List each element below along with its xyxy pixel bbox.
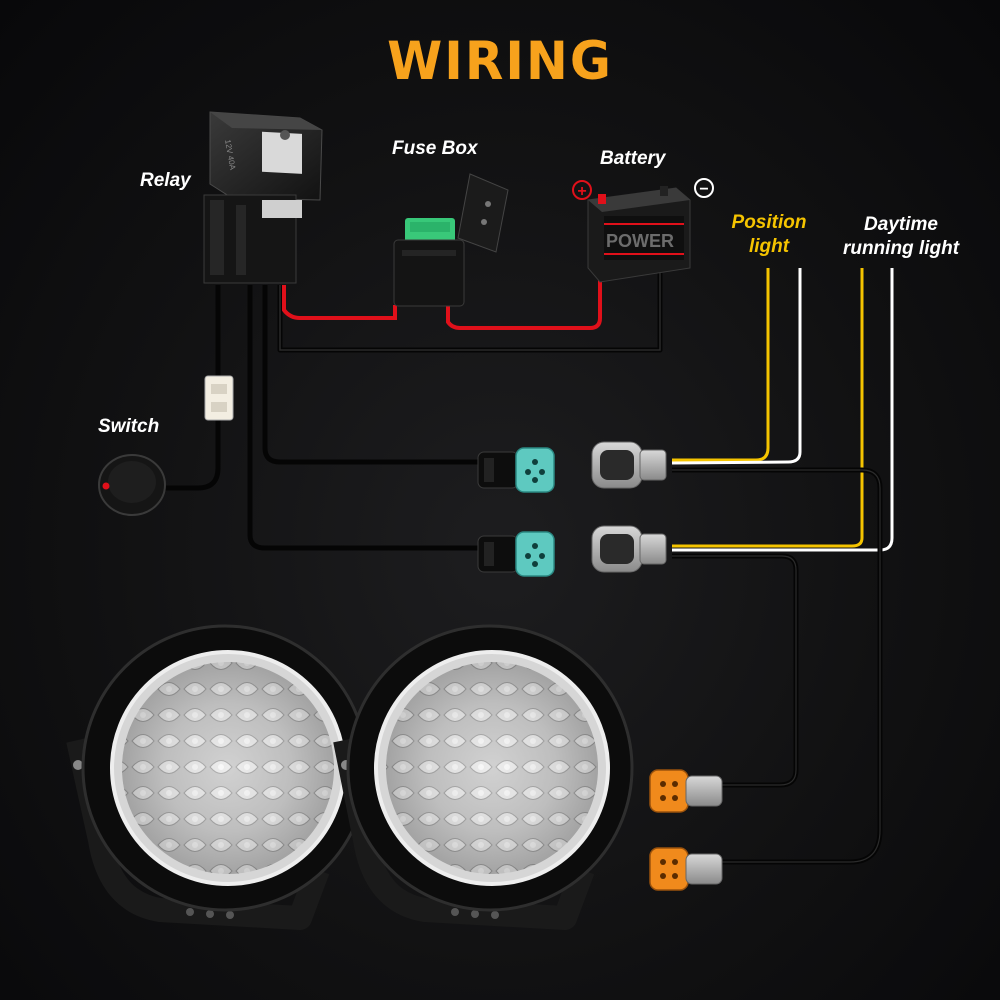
- switch-label: Switch: [98, 416, 160, 437]
- daytime-running-light-label: Daytime running light: [842, 214, 960, 259]
- led-light-icon: [66, 624, 369, 930]
- fuse-box-icon: [393, 173, 509, 307]
- relay-icon: 12V 40A: [203, 111, 323, 284]
- connector-pair-lower: [477, 525, 667, 577]
- led-light-icon: [333, 624, 634, 930]
- position-wire-yellow: [672, 268, 770, 462]
- svg-text:−: −: [699, 181, 708, 198]
- switch-connector-icon: [204, 375, 234, 421]
- switch-wire: [160, 420, 221, 491]
- connector-icon: [591, 525, 667, 573]
- wires: [160, 200, 894, 865]
- page-title: WIRING: [387, 30, 613, 92]
- relay-label: Relay: [140, 170, 191, 191]
- lamp-connector-1: [649, 769, 723, 813]
- switch-icon: [98, 375, 234, 516]
- negative-terminal-icon: [694, 178, 714, 198]
- battery-icon: POWER + −: [572, 178, 714, 283]
- power-wire-relay-fuse: [282, 285, 397, 320]
- position-wire-white: [671, 268, 802, 465]
- battery-label: Battery: [600, 148, 666, 169]
- svg-text:+: +: [577, 183, 586, 200]
- positive-terminal-icon: [572, 180, 592, 200]
- position-light-label: Position light: [731, 212, 807, 257]
- power-wire-fuse-battery: [446, 200, 602, 330]
- drl-wire-white: [672, 268, 894, 552]
- connector-icon: [477, 531, 555, 577]
- fuse-box-label: Fuse Box: [392, 138, 478, 159]
- lamp-connector-2: [649, 847, 723, 891]
- battery-power-text: POWER: [606, 231, 674, 251]
- harness-wire-upper: [262, 285, 478, 465]
- connector-pair-upper: [477, 441, 667, 493]
- connector-icon: [649, 847, 723, 891]
- drl-wire-yellow: [672, 268, 864, 548]
- connector-icon: [477, 447, 555, 493]
- lamp-wire-2: [672, 553, 799, 788]
- connector-icon: [649, 769, 723, 813]
- connector-icon: [591, 441, 667, 489]
- harness-wire-lower: [247, 285, 478, 551]
